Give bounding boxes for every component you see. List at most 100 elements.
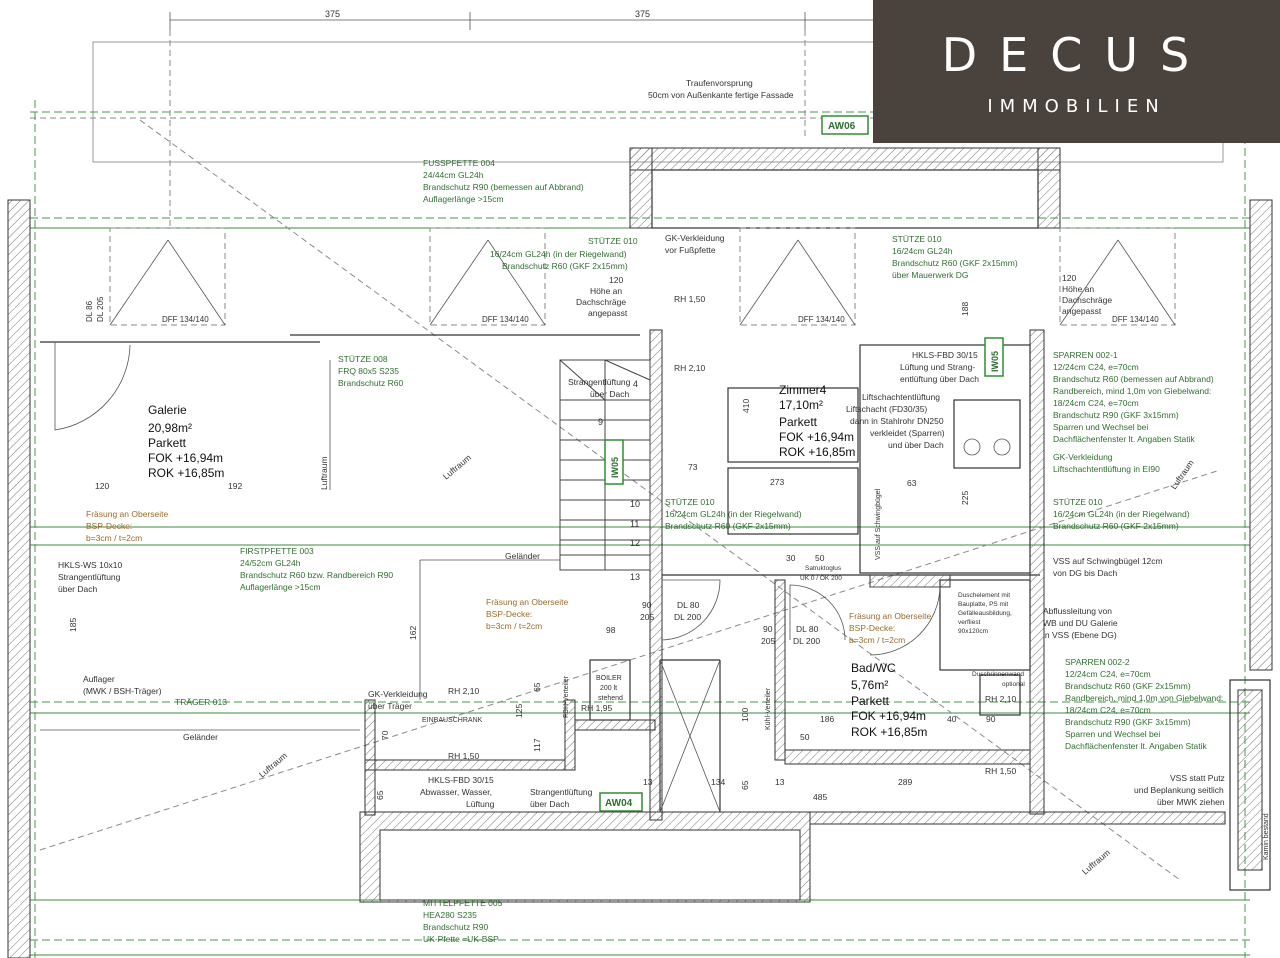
galerie-rok: ROK +16,85m (148, 466, 224, 480)
duschrinne-1: Duschrinnenwand (972, 671, 1024, 678)
hkls-ws-2: Strangentlüftung (58, 572, 121, 582)
dim-dl80a: DL 80 (677, 600, 700, 610)
boiler-1: BOILER (596, 675, 622, 682)
gk-fuss-1: GK-Verkleidung (665, 233, 725, 243)
sparren2-2: 12/24cm C24, e=70cm (1065, 669, 1151, 679)
roof-windows: DFF 134/140 DFF 134/140 DFF 134/140 DFF … (109, 227, 1176, 326)
stuetze010d-3: Brandschutz R60 (GKF 2x15mm) (1053, 521, 1179, 531)
boiler-3: stehend (598, 695, 623, 702)
firstpfette-3: Brandschutz R60 bzw. Randbereich R90 (240, 570, 393, 580)
strang-a-2: über Dach (590, 389, 629, 399)
abfluss-1: Abflussleitung von (1043, 606, 1112, 616)
duschrinne-2: optional (1002, 681, 1025, 688)
vss2-3: über MWK ziehen (1157, 797, 1225, 807)
sparren2-3: Brandschutz R60 (GKF 2x15mm) (1065, 681, 1191, 691)
dim-205b: 205 (761, 636, 775, 646)
fusspfette-2: 24/44cm GL24h (423, 170, 484, 180)
sparren1-3: Brandschutz R60 (bemessen auf Abbrand) (1053, 374, 1214, 384)
technical-labels: GK-Verkleidung vor Fußpfette GK-Verkleid… (58, 233, 1270, 860)
dim-65b: 65 (532, 682, 542, 692)
luftraum-3: Luftraum (1080, 847, 1112, 876)
tag-iw05a: IW05 (610, 457, 620, 478)
luftraum-5: Luftraum (319, 456, 329, 490)
dim-192: 192 (228, 481, 242, 491)
dl-left-1: DL 86 (85, 300, 94, 322)
einbauschrank: EINBAUSCHRANK (422, 717, 483, 724)
lift-1: Liftschachtentlüftung (862, 392, 940, 402)
fraesung-a-3: b=3cm / t=2cm (86, 533, 142, 543)
luftraum-4: Luftraum (1168, 458, 1195, 491)
rh-6: RH 2,10 (985, 694, 1016, 704)
rh-5: RH 1,50 (448, 751, 479, 761)
dim-185: 185 (68, 618, 78, 632)
luftraum-1: Luftraum (441, 452, 473, 481)
ridge-height-labels: RH 1,50 RH 2,10 RH 2,10 RH 1,95 RH 1,50 … (448, 294, 1016, 776)
hoehe-left-3: Dachschräge (576, 297, 626, 307)
fraesung-a-2: BSP-Decke: (86, 521, 132, 531)
dim-485: 485 (813, 792, 827, 802)
dim-98: 98 (606, 625, 616, 635)
doors (54, 342, 941, 656)
galerie-floor: Parkett (148, 436, 187, 450)
dim-50b: 50 (800, 732, 810, 742)
dim-134: 134 (711, 777, 725, 787)
stuetze010a-3: Brandschutz R60 (GKF 2x15mm) (502, 261, 628, 271)
dim-dl80b: DL 80 (796, 624, 819, 634)
gk-fuss-2: vor Fußpfette (665, 245, 716, 255)
vss2-1: VSS statt Putz (1170, 773, 1225, 783)
hkls-ws-1: HKLS-WS 10x10 (58, 560, 123, 570)
stair-step-10: 10 (630, 499, 640, 509)
bad-rok: ROK +16,85m (851, 725, 927, 739)
dim-65a: 65 (740, 780, 750, 790)
fraesung-a-1: Fräsung an Oberseite (86, 509, 168, 519)
decus-logo: DECUS IMMOBILIEN (873, 0, 1280, 143)
tag-box-iw05a (604, 439, 624, 485)
hoehe-left-1: 120 (609, 275, 623, 285)
stuetze010a-1: STÜTZE 010 (588, 236, 638, 246)
eaves-line2: 50cm von Außenkante fertige Fassade (648, 90, 794, 100)
milling-labels: Fräsung an Oberseite BSP-Decke: b=3cm / … (86, 509, 931, 645)
dff-label-3: DFF 134/140 (798, 315, 845, 324)
boiler-2: 200 lt (600, 685, 617, 692)
kamin-label: Kamin bestand (1263, 813, 1270, 860)
satruk-2: UK 0 / OK 200 (800, 575, 842, 582)
sparren2-4: Randbereich, mind 1,0m von Giebelwand: (1065, 693, 1223, 703)
galerie-area: 20,98m² (148, 421, 192, 435)
bad-fok: FOK +16,94m (851, 709, 926, 723)
mittelpfette-2: HEA280 S235 (423, 910, 477, 920)
lift-5: und über Dach (888, 440, 944, 450)
dimension-numbers: 120 192 185 162 98 90 205 DL 80 DL 200 9… (68, 302, 996, 802)
auflager-2: (MWK / BSH-Träger) (83, 686, 162, 696)
lift-3: dann in Stahlrohr DN250 (850, 416, 944, 426)
sparren2-8: Dachflächenfenster lt. Angaben Statik (1065, 741, 1208, 751)
dusche-3: Gefälleausbildung, (958, 610, 1012, 617)
fraesung-b-1: Fräsung an Oberseite (486, 597, 568, 607)
vss1-1: VSS auf Schwingbügel 12cm (1053, 556, 1163, 566)
dim-70: 70 (380, 730, 390, 740)
stuetze008-2: FRQ 80x5 S235 (338, 366, 399, 376)
sparren2-7: Sparren und Wechsel bei (1065, 729, 1160, 739)
room-labels: Galerie 20,98m² Parkett FOK +16,94m ROK … (148, 383, 927, 739)
staircase: 4 9 10 11 12 13 (559, 359, 651, 582)
rh-1: RH 1,50 (674, 294, 705, 304)
galerie-fok: FOK +16,94m (148, 451, 223, 465)
sparren1-2: 12/24cm C24, e=70cm (1053, 362, 1139, 372)
gk-traeger-1: GK-Verkleidung (368, 689, 428, 699)
abfluss-3: in VSS (Ebene DG) (1043, 630, 1117, 640)
sparren1-4: Randbereich, mind 1,0m von Giebelwand: (1053, 386, 1211, 396)
hkls-ws-3: über Dach (58, 584, 97, 594)
stuetze010c-2: 16/24cm GL24h (in der Riegelwand) (665, 509, 802, 519)
dff-label-4: DFF 134/140 (1112, 315, 1159, 324)
hoehe-right-1: 120 (1062, 273, 1076, 283)
interior-walls (40, 329, 1045, 821)
hkls-top-2: Lüftung und Strang- (900, 362, 975, 372)
top-dimension-line: 375 375 (169, 9, 880, 30)
stair-step-4: 4 (633, 379, 638, 389)
dim-63: 63 (907, 478, 917, 488)
fraesung-c-3: b=3cm / t=2cm (849, 635, 905, 645)
dim-100: 100 (740, 708, 750, 722)
dim-125: 125 (514, 704, 524, 718)
kuehl-verteiler: Kühl-Verteiler (765, 687, 772, 730)
